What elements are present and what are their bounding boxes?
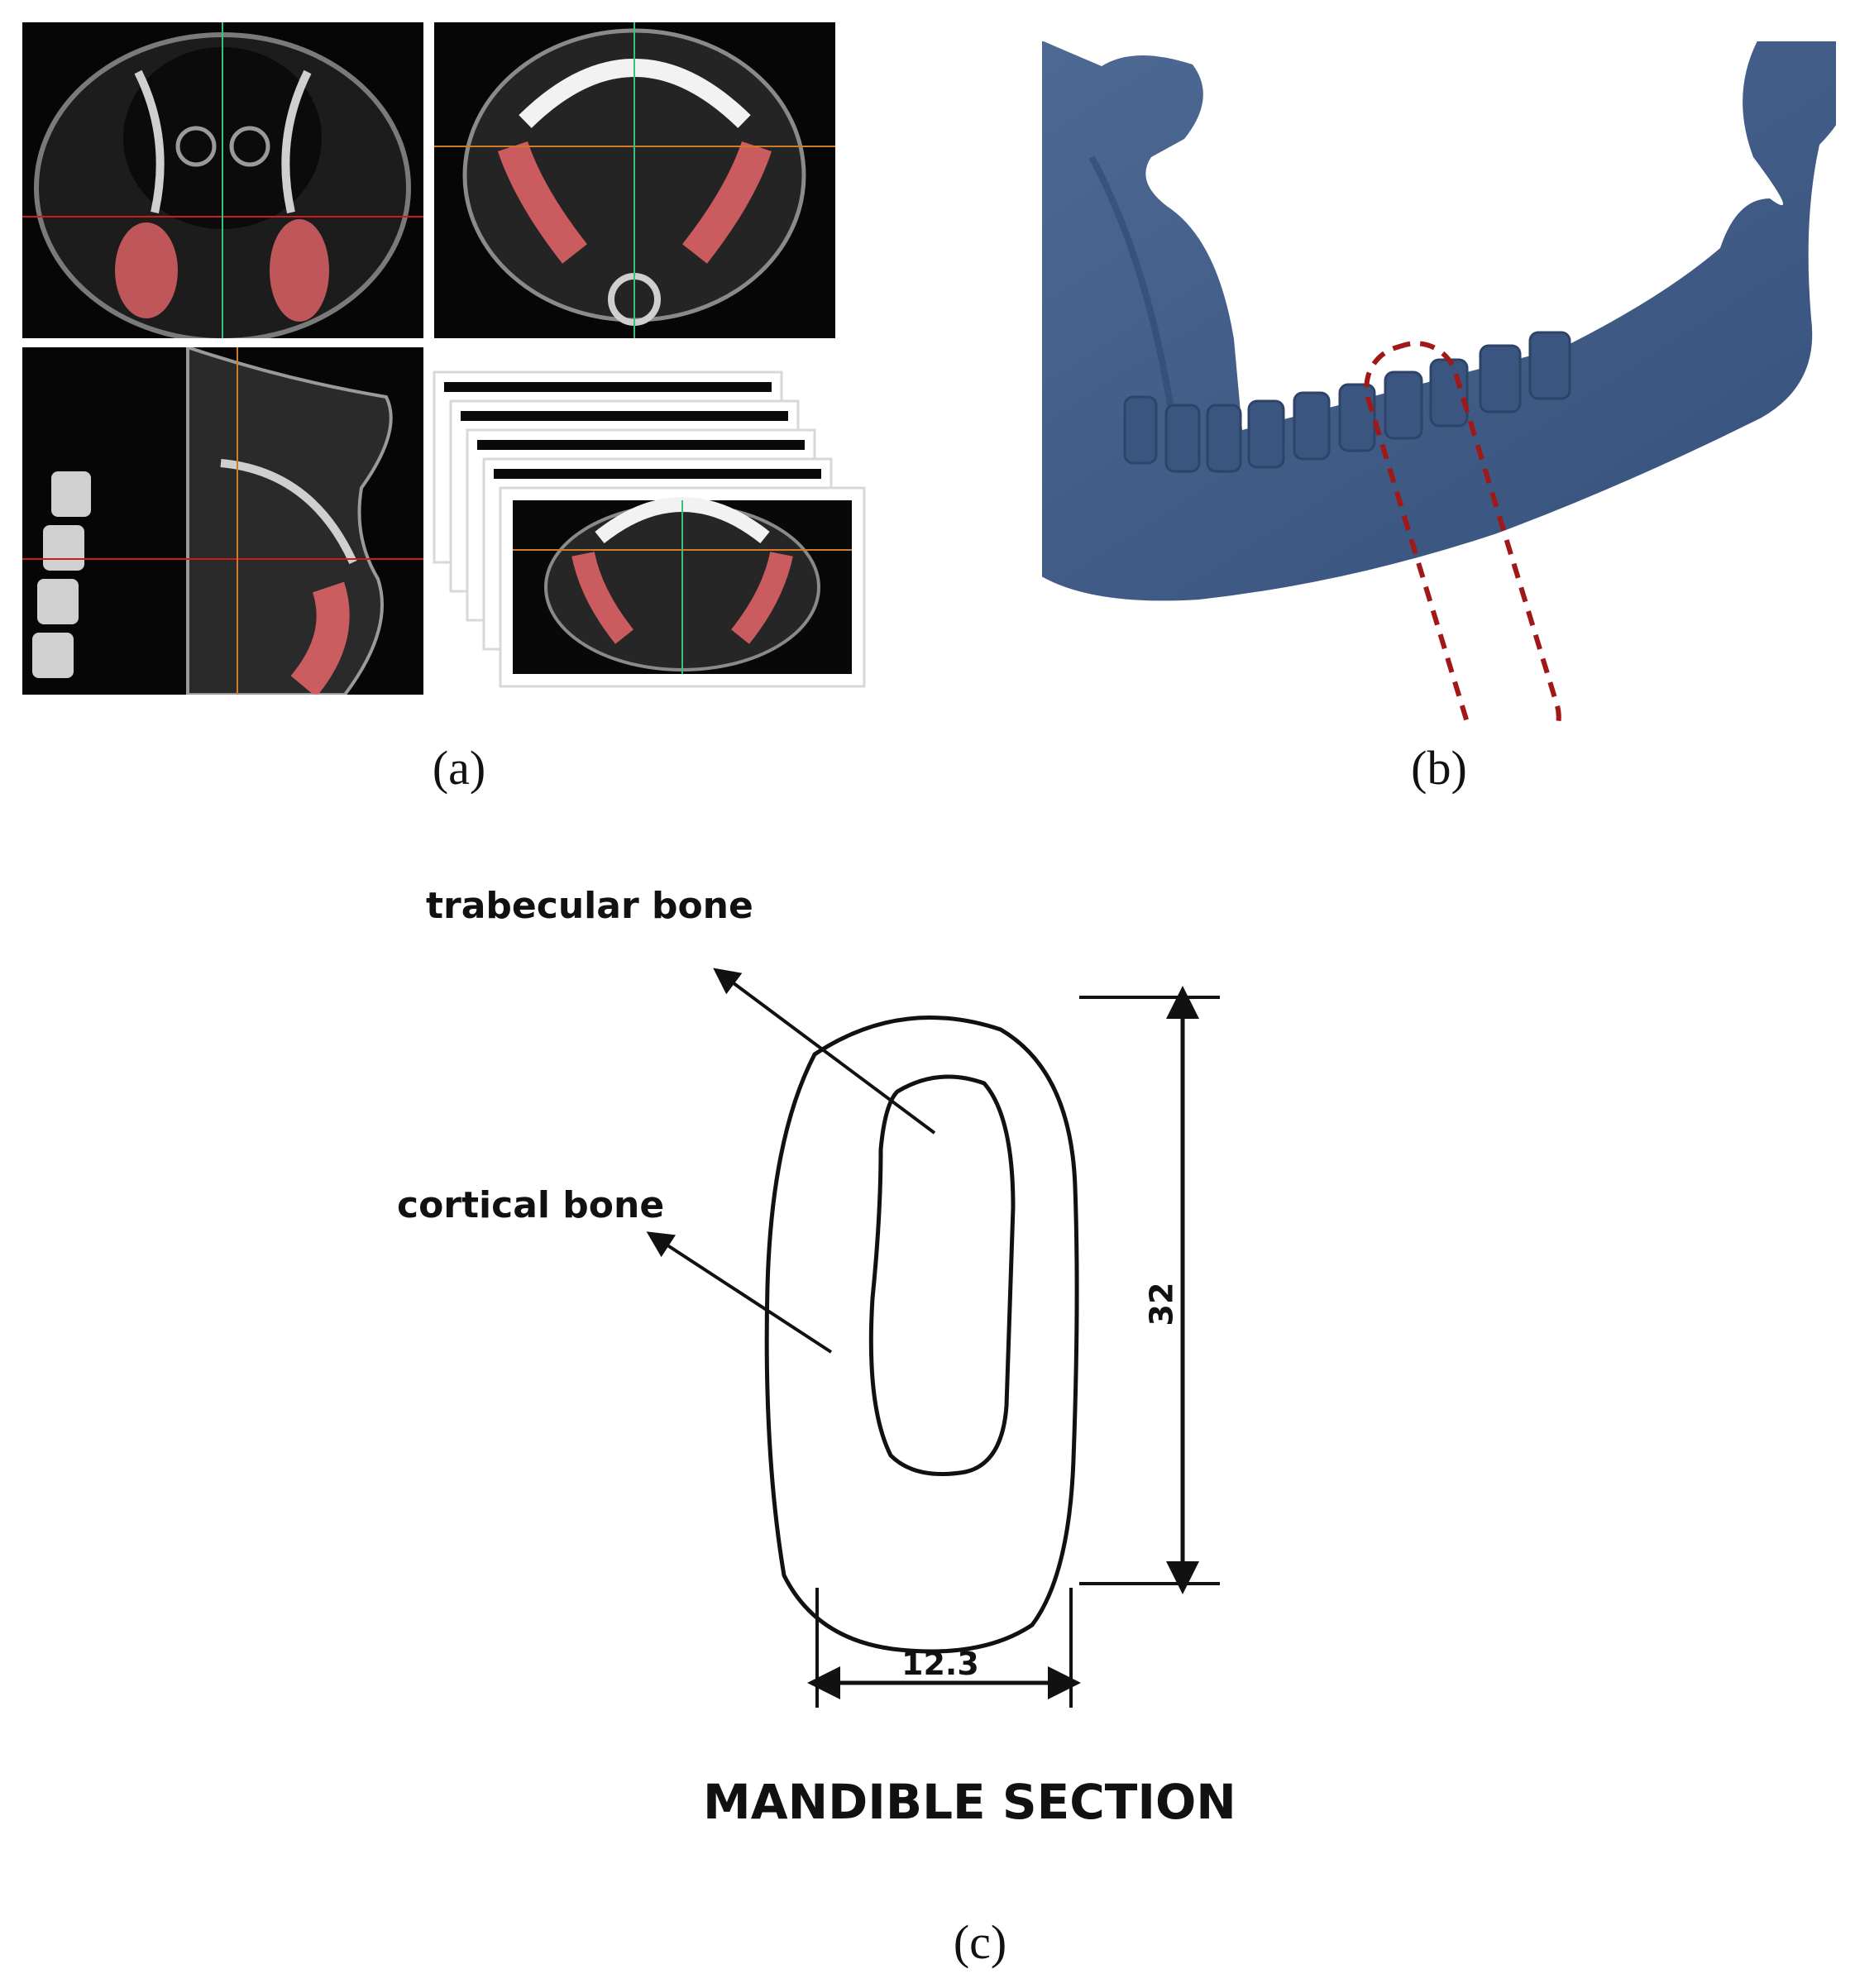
cortical-bone-label: cortical bone — [397, 1184, 665, 1226]
ct-sagittal-view — [22, 347, 423, 695]
ct-slice-stack — [430, 364, 893, 695]
mandible-3d-image — [935, 12, 1854, 763]
panel-a-ct-views — [0, 0, 910, 744]
panel-b-mandible-model — [935, 12, 1854, 763]
selection-outline — [1364, 341, 1561, 763]
caption-b: (b) — [1411, 741, 1467, 795]
height-dimension-value: 32 — [1143, 1282, 1180, 1326]
trabecular-leader-arrow — [713, 968, 936, 1135]
width-dimension-value: 12.3 — [901, 1646, 979, 1682]
trabecular-bone-label: trabecular bone — [426, 885, 753, 927]
cortical-outer-contour — [764, 1015, 1079, 1654]
section-title: MANDIBLE SECTION — [703, 1774, 1236, 1830]
ct-sagittal-image — [22, 347, 423, 695]
ct-axial-view — [434, 22, 835, 338]
ct-slice-stack-image — [433, 370, 866, 688]
caption-a: (a) — [432, 741, 486, 795]
ct-coronal-view — [22, 22, 423, 338]
ct-coronal-image — [22, 22, 423, 338]
ct-axial-image — [434, 22, 835, 338]
cortical-leader-arrow — [646, 1231, 833, 1354]
trabecular-inner-contour — [868, 1074, 1016, 1476]
caption-c: (c) — [953, 1915, 1007, 1969]
